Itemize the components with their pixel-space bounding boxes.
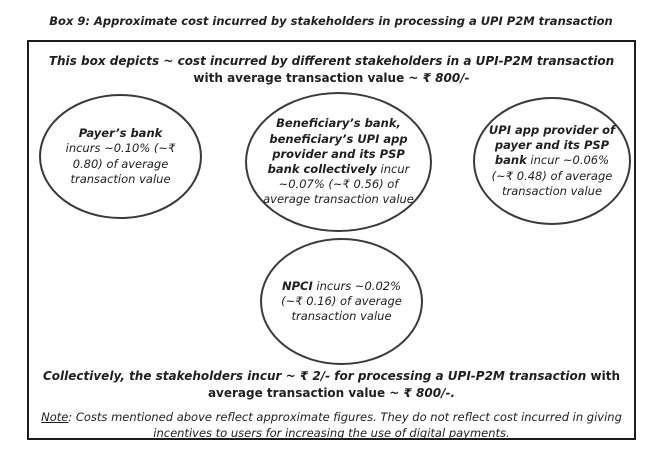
note-label: Note [41, 410, 69, 424]
ellipse-beneficiary-group-text: Beneficiary’s bank, beneficiary’s UPI ap… [247, 116, 430, 207]
payer-app-group-lead: UPI app provider of payer and its PSP ba… [488, 123, 616, 168]
payer-bank-lead: Payer’s bank [78, 126, 163, 141]
npci-rest: incurs ~0.02% (~₹ 0.16) of average trans… [281, 278, 402, 324]
ellipse-payer-app-group: UPI app provider of payer and its PSP ba… [473, 97, 631, 225]
ellipse-npci: NPCI incurs ~0.02% (~₹ 0.16) of average … [260, 238, 423, 365]
summary-value: ~ ₹ 800/-. [389, 386, 456, 401]
payer-app-group-rest: incur ~0.06% (~₹ 0.48) of average transa… [491, 153, 613, 198]
summary-text: Collectively, the stakeholders incur ~ ₹… [34, 368, 630, 402]
intro-lead: This box depicts ~ cost incurred by diff… [48, 54, 615, 68]
summary-lead: Collectively, the stakeholders incur ~ ₹… [42, 369, 587, 383]
summary-mid: with average transaction value [207, 369, 620, 401]
intro-text: This box depicts ~ cost incurred by diff… [43, 53, 621, 87]
note-body: : Costs mentioned above reflect approxim… [68, 410, 622, 440]
ellipse-beneficiary-group: Beneficiary’s bank, beneficiary’s UPI ap… [245, 92, 432, 232]
ellipse-npci-text: NPCI incurs ~0.02% (~₹ 0.16) of average … [262, 279, 421, 325]
intro-mid: with average transaction value [193, 71, 409, 86]
beneficiary-group-rest: incur ~0.07% (~₹ 0.56) of average transa… [263, 162, 414, 207]
figure-caption: Box 9: Approximate cost incurred by stak… [49, 14, 613, 28]
beneficiary-group-lead: Beneficiary’s bank, beneficiary’s UPI ap… [267, 116, 408, 176]
intro-value: ~ ₹ 800/- [408, 71, 470, 86]
figure-box: This box depicts ~ cost incurred by diff… [27, 40, 636, 440]
payer-bank-rest: incurs ~0.10% (~₹ 0.80) of average trans… [65, 141, 176, 186]
npci-lead: NPCI [281, 278, 313, 293]
ellipse-payer-app-group-text: UPI app provider of payer and its PSP ba… [475, 123, 629, 199]
note-text: Note: Costs mentioned above reflect appr… [34, 410, 630, 441]
